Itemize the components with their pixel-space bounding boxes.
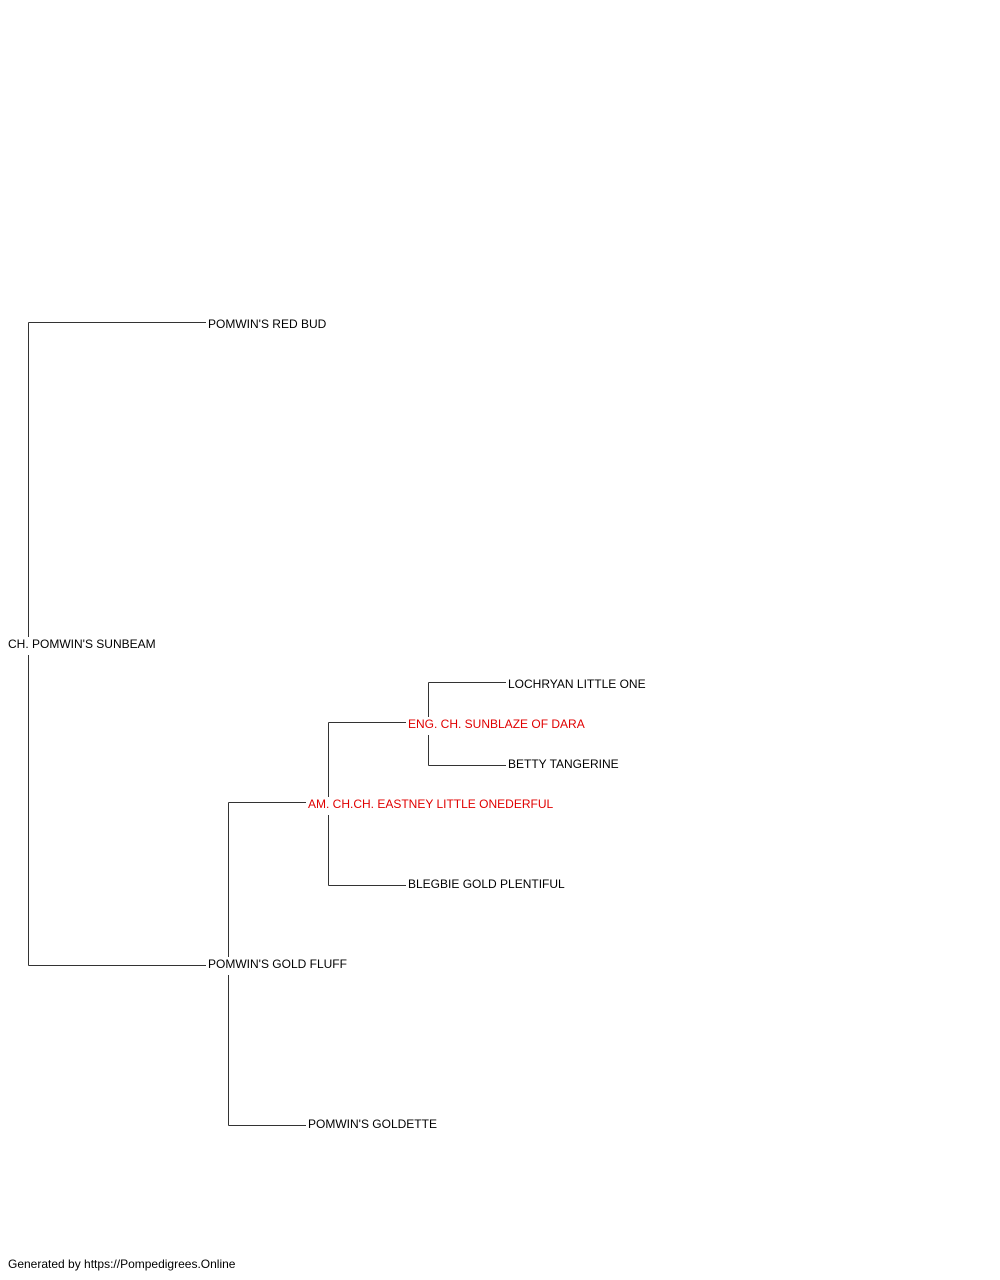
node-dam-sire-sire-dam: BETTY TANGERINE xyxy=(508,757,619,771)
node-dam-dam: POMWIN'S GOLDETTE xyxy=(308,1117,437,1131)
node-dam-sire-sire: ENG. CH. SUNBLAZE OF DARA xyxy=(408,717,585,735)
node-dam-sire: AM. CH.CH. EASTNEY LITTLE ONEDERFUL xyxy=(308,797,554,815)
generated-by-footer: Generated by https://Pompedigrees.Online xyxy=(8,1257,236,1271)
node-sire: POMWIN'S RED BUD xyxy=(208,317,327,331)
node-subject: CH. POMWIN'S SUNBEAM xyxy=(8,637,156,655)
node-dam: POMWIN'S GOLD FLUFF xyxy=(208,957,347,975)
node-dam-sire-sire-sire: LOCHRYAN LITTLE ONE xyxy=(508,677,646,691)
node-dam-sire-dam: BLEGBIE GOLD PLENTIFUL xyxy=(408,877,565,891)
